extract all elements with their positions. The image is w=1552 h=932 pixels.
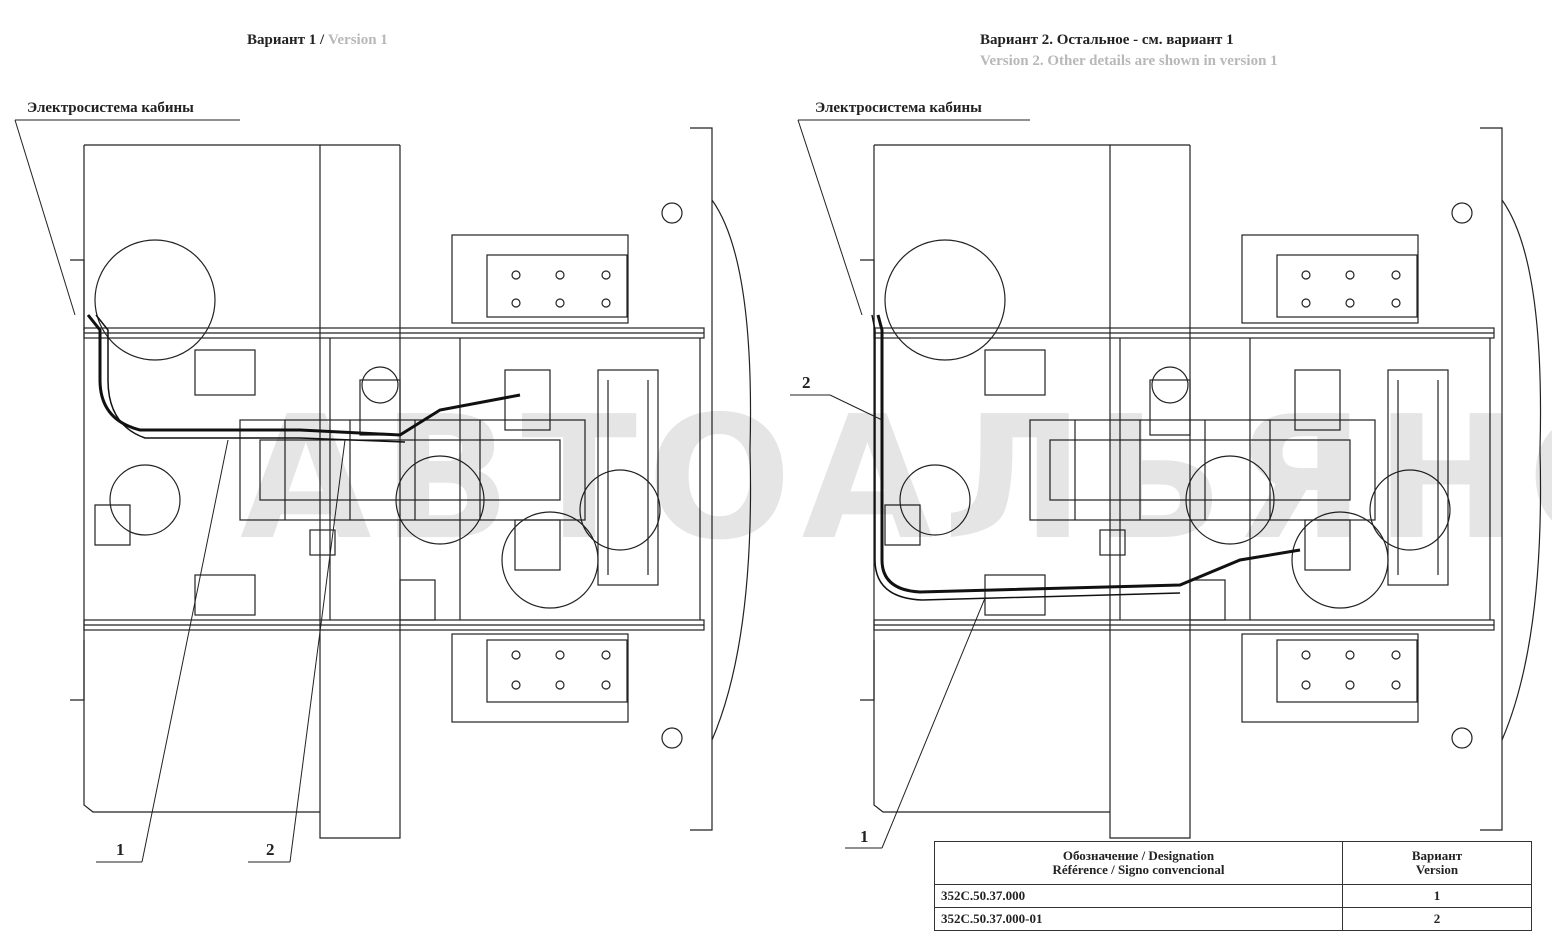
header-designation-line2: Référence / Signo convencional xyxy=(1052,862,1225,877)
variant1-title-ru: Вариант 1 xyxy=(247,32,317,48)
row-variant: 1 xyxy=(1342,884,1532,908)
designation-table: Обозначение / Designation Référence / Si… xyxy=(934,841,1532,931)
variant2-cabin-label: Электросистема кабины xyxy=(815,100,982,116)
variant2-harness xyxy=(876,314,1301,594)
variant1-harness xyxy=(86,314,521,437)
variant1-title-en: Version 1 xyxy=(327,32,388,48)
table-header-designation: Обозначение / Designation Référence / Si… xyxy=(934,841,1343,885)
table-row: 352C.50.37.000-01 2 xyxy=(934,907,1532,931)
table-header-row: Обозначение / Designation Référence / Si… xyxy=(934,841,1532,885)
variant2-callout-2: 2 xyxy=(802,373,811,392)
header-designation-line1: Обозначение / Designation xyxy=(1062,848,1215,863)
variant1-callout-1: 1 xyxy=(116,840,125,859)
row-variant: 2 xyxy=(1342,907,1532,931)
header-variant-line2: Version xyxy=(1415,862,1459,877)
variant1-callout-2: 2 xyxy=(266,840,275,859)
variant1-title-separator: / xyxy=(316,32,328,48)
table-header-variant: Вариант Version xyxy=(1342,841,1532,885)
variant1-cabin-label: Электросистема кабины xyxy=(27,100,194,116)
row-designation: 352C.50.37.000-01 xyxy=(934,907,1343,931)
row-designation: 352C.50.37.000 xyxy=(934,884,1343,908)
variant2-title-ru: Вариант 2. Остальное - см. вариант 1 xyxy=(980,32,1234,48)
header-variant-line1: Вариант xyxy=(1411,848,1463,863)
table-row: 352C.50.37.000 1 xyxy=(934,884,1532,908)
variant2-title-en: Version 2. Other details are shown in ve… xyxy=(980,53,1278,69)
variant2-callout-1: 1 xyxy=(860,827,869,846)
watermark: АВТОАЛЬЯНС xyxy=(240,380,1552,578)
variant1-title: Вариант 1 / Version 1 xyxy=(247,32,388,49)
